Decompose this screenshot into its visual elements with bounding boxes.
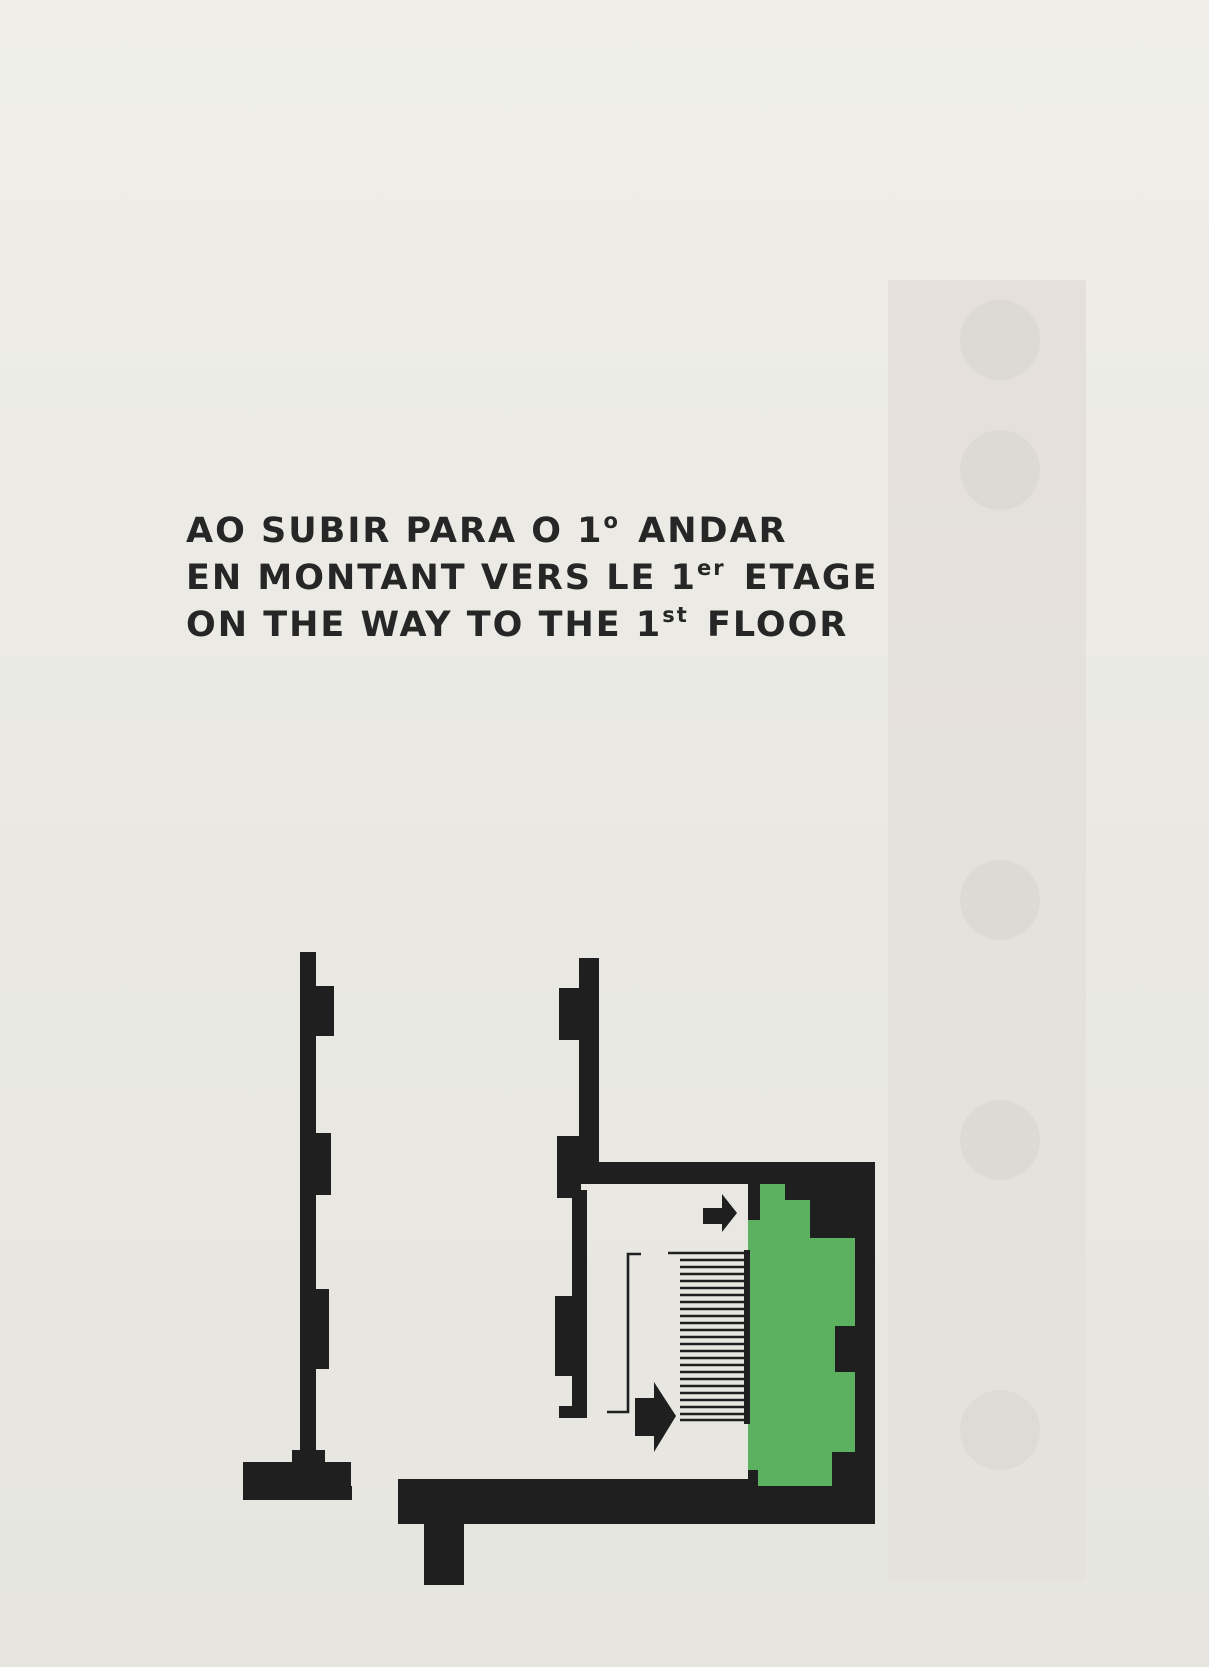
right-arrow-icon — [635, 1382, 676, 1452]
heading-text: AO SUBIR PARA O 1 — [186, 511, 604, 551]
heading-text: ETAGE — [729, 558, 879, 598]
pilaster — [314, 986, 334, 1036]
stair-treads — [668, 1251, 748, 1422]
lower-middle-wall — [572, 1190, 587, 1416]
ordinal-suffix: st — [662, 603, 689, 627]
room-top-wall — [579, 1162, 875, 1184]
up-arrow-icon — [703, 1194, 737, 1232]
room-bottom-lip — [398, 1490, 426, 1504]
pilaster — [557, 1136, 581, 1198]
show-through-mark — [960, 1390, 1040, 1470]
ordinal-suffix: o — [603, 509, 620, 533]
direction-heading: AO SUBIR PARA O 1o ANDAR EN MONTANT VERS… — [186, 508, 1086, 649]
stair-stringer — [744, 1250, 750, 1424]
room-bottom-post — [424, 1500, 464, 1585]
show-through-mark — [960, 300, 1040, 380]
heading-text: ON THE WAY TO THE 1 — [186, 605, 663, 645]
heading-text: EN MONTANT VERS LE 1 — [186, 558, 697, 598]
show-through-mark — [960, 1100, 1040, 1180]
left-wall-foot — [243, 1486, 352, 1500]
pilaster — [314, 1133, 331, 1195]
heading-text: ANDAR — [623, 511, 788, 551]
room-right-wall — [858, 1162, 875, 1524]
middle-wall-end — [559, 1406, 587, 1418]
show-through-mark — [960, 430, 1040, 510]
pilaster — [559, 988, 581, 1040]
left-wall-block — [292, 1450, 325, 1470]
pilaster — [555, 1296, 575, 1376]
ordinal-suffix: er — [696, 556, 726, 580]
room-bottom-wall — [398, 1479, 875, 1524]
heading-text: FLOOR — [692, 605, 849, 645]
heading-line-french: EN MONTANT VERS LE 1er ETAGE — [186, 555, 1086, 602]
middle-wall — [579, 958, 599, 1176]
pilaster — [314, 1289, 329, 1369]
left-wall — [300, 952, 316, 1450]
handrail — [607, 1252, 641, 1414]
highlighted-area — [748, 1184, 855, 1486]
heading-line-english: ON THE WAY TO THE 1st FLOOR — [186, 602, 1086, 649]
show-through-mark — [960, 860, 1040, 940]
heading-line-portuguese: AO SUBIR PARA O 1o ANDAR — [186, 508, 1086, 555]
show-through-column — [888, 280, 1086, 1580]
